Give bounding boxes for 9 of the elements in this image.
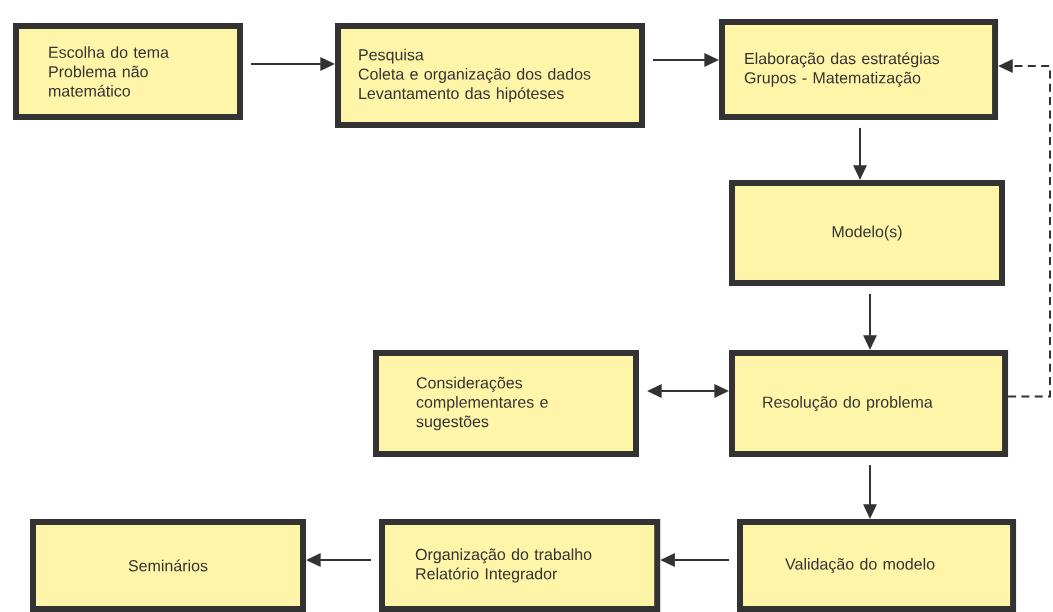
process-box: Escolha do tema Problema não matemático: [13, 23, 243, 120]
process-box: Validação do modelo: [737, 519, 1017, 612]
process-box: Resolução do problema: [729, 350, 1009, 458]
process-box: Seminários: [30, 519, 306, 612]
process-box: Considerações complementares e sugestões: [373, 350, 639, 458]
process-box: Organização do trabalho Relatório Integrador: [379, 519, 661, 612]
process-box: Pesquisa Coleta e organização dos dados Levantamento das hipóteses: [335, 23, 645, 128]
process-box: Modelo(s): [729, 180, 1005, 286]
process-box: Elaboração das estratégias Grupos - Matematização: [719, 19, 999, 120]
